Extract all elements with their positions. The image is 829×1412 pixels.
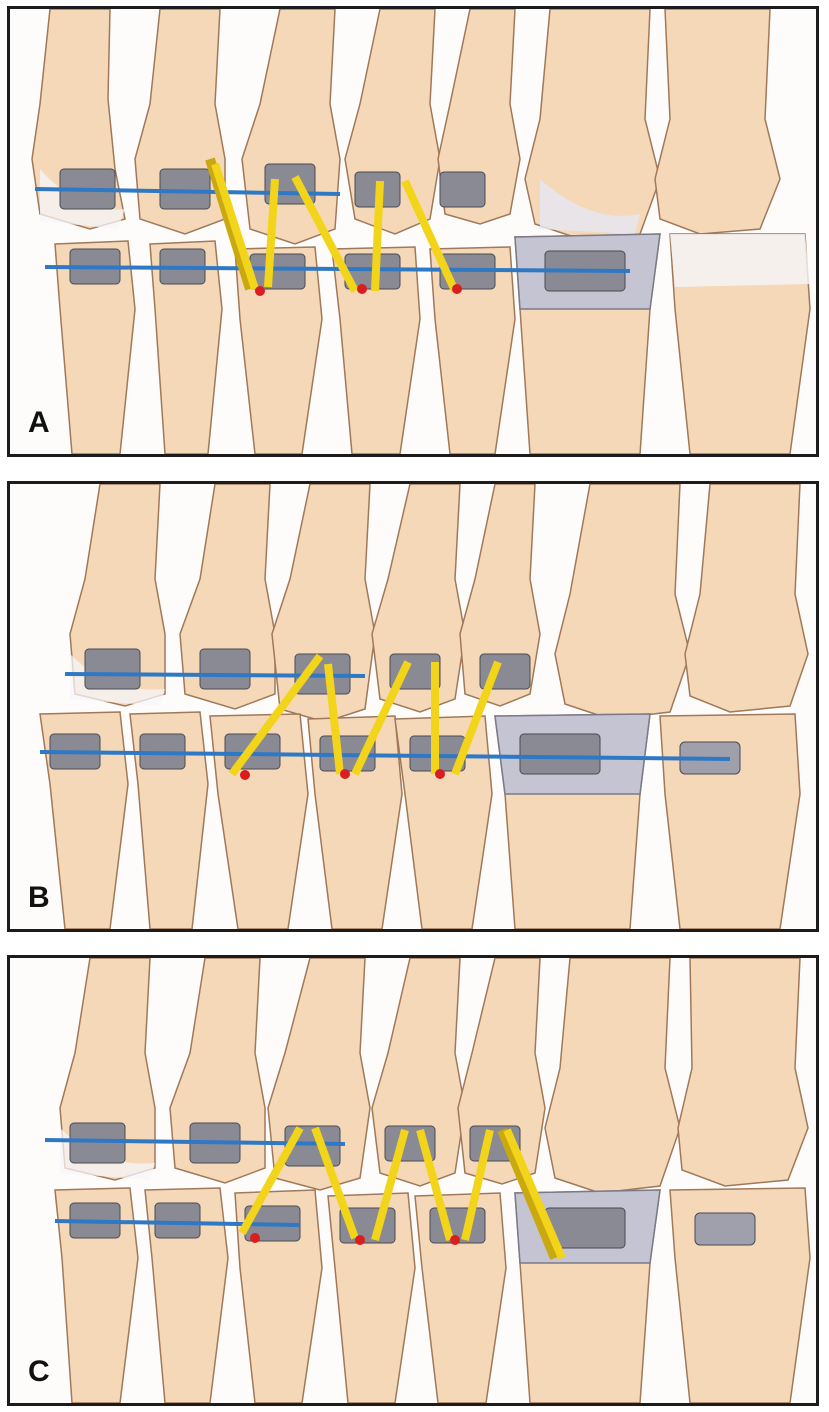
- lower-arch: [39, 711, 801, 929]
- lower-archwire: [39, 750, 731, 761]
- upper-archwire: [34, 187, 341, 196]
- elastic-band: [371, 1128, 409, 1242]
- elastic-hook: [450, 1235, 460, 1245]
- elastic-band: [311, 1126, 359, 1240]
- panel-c-illustration: [10, 958, 816, 1403]
- elastics: [238, 1126, 566, 1260]
- elastic-band: [264, 178, 279, 288]
- panel-a-illustration: [10, 9, 816, 454]
- elastic-hook: [255, 286, 265, 296]
- elastic-hook: [340, 769, 350, 779]
- elastic-band: [461, 1129, 494, 1241]
- elastic-hook: [435, 769, 445, 779]
- elastic-band: [371, 180, 384, 292]
- elastic-hook: [355, 1235, 365, 1245]
- lower-archwire: [44, 265, 631, 273]
- bracket-icon: [159, 168, 211, 210]
- panel-label-c: C: [28, 1355, 50, 1388]
- elastic-band: [503, 1128, 566, 1260]
- elastic-band: [238, 1126, 304, 1235]
- bracket-icon: [154, 1202, 201, 1239]
- panel-c: C: [7, 955, 819, 1406]
- upper-archwire: [64, 672, 366, 678]
- lower-archwire: [54, 1219, 301, 1227]
- elastic-band: [416, 1128, 454, 1242]
- elastic-band: [351, 660, 412, 776]
- elastic-band: [228, 653, 324, 777]
- panel-b-illustration: [10, 484, 816, 929]
- bracket-icon: [69, 1122, 126, 1164]
- bracket-icon: [439, 171, 486, 208]
- elastic-band: [451, 660, 502, 776]
- elastic-band: [497, 1128, 560, 1260]
- bracket-icon: [249, 253, 306, 290]
- bracket-icon: [84, 648, 141, 690]
- elastic-hook: [357, 284, 367, 294]
- panel-label-b: B: [28, 881, 50, 914]
- elastic-band: [291, 175, 359, 293]
- panel-label-a: A: [28, 406, 50, 439]
- elastic-band: [211, 162, 259, 291]
- molar-tube-icon: [694, 1212, 756, 1246]
- elastic-band: [324, 663, 344, 775]
- panel-b: B: [7, 481, 819, 932]
- elastic-hook: [452, 284, 462, 294]
- elastics: [228, 653, 502, 777]
- elastics: [205, 157, 459, 293]
- elastic-band: [401, 179, 459, 293]
- elastic-hook: [240, 770, 250, 780]
- bracket-icon: [519, 733, 601, 775]
- panel-a: A: [7, 6, 819, 457]
- elastic-hook: [250, 1233, 260, 1243]
- bracket-icon: [199, 648, 251, 690]
